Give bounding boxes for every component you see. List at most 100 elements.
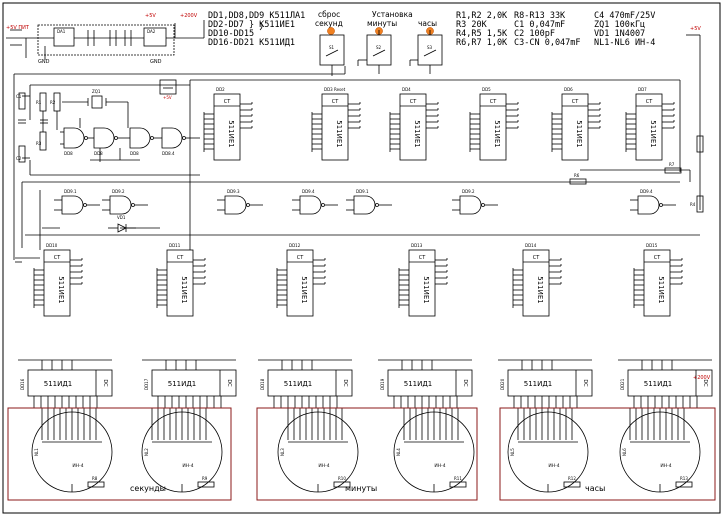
v5-label-osc: +5V [163,95,172,100]
anode-resistor-label-3: R11 [454,476,462,481]
counter-bottom-2-designator: DD12 [289,243,301,248]
diode-vd1 [108,223,136,233]
nand-gate-0 [61,195,84,215]
seconds-group-label: секунды [130,484,166,493]
nixie-type-2: ИН-4 [318,463,329,469]
v5-label-right: +5V [690,26,701,32]
res-r1-label: R1 [36,100,42,105]
counter-top-0-ct-label: CT [224,99,231,105]
counter-bottom-5-chip-body [643,249,671,317]
nixie-designator-0: NL1 [34,448,39,456]
counter-top-1-type-label: 511ИЕ1 [335,120,343,147]
decoder-body-4 [507,369,593,397]
nixie-type-5: ИН-4 [660,463,671,469]
regulator-da2: DA2 [147,29,156,34]
legend-r1-1: R3 20K [456,20,488,30]
gate-osc-4: DD8.4 [162,151,175,156]
decoder-designator-2: DD18 [260,378,265,390]
counter-bottom-0-chip-body [43,249,71,317]
counter-top-1-designator: DD3 Reset [324,87,346,92]
counter-bottom-5-type-label: 511ИЕ1 [657,276,665,303]
counter-bottom-4-ct-label: CT [533,255,540,261]
counter-bottom-2-ct-label: CT [297,255,304,261]
nand-gate-label-0: DD9.1 [64,189,77,194]
counter-bottom-0-type-label: 511ИЕ1 [57,276,65,303]
decoder-type-4: 511ИД1 [524,380,553,388]
set-hours-label: часы [418,19,437,28]
v200-label-top: +200V [180,13,198,19]
control-panel: сброс секунд Установка минуты часы S1 S2 [315,10,443,76]
counter-top-3-designator: DD5 [482,87,491,92]
counter-top-4-designator: DD6 [564,87,573,92]
anode-resistor-4 [563,481,581,488]
counter-top-5-type-label: 511ИЕ1 [649,120,657,147]
reset-button[interactable] [327,27,335,35]
decoder-designator-1: DD17 [144,378,149,390]
nand-gate-bubble-2 [246,203,250,207]
counter-top-2-ct-label: CT [410,99,417,105]
anode-resistor-label-2: R10 [338,476,346,481]
counter-bottom-0-designator: DD10 [46,243,58,248]
crystal-label: ZQ1 [92,89,101,94]
anode-resistor-label-4: R12 [568,476,576,481]
counter-bottom-0-ct-label: CT [54,255,61,261]
counter-row-bottom: CT511ИЕ1DD10CT511ИЕ1DD11CT511ИЕ1DD12CT51… [33,243,683,317]
res-r2-label: R2 [50,100,56,105]
counter-top-3-type-label: 511ИЕ1 [493,120,501,147]
nixie-designator-3: NL4 [396,448,401,456]
gate-osc-1: DD8 [64,151,73,156]
counter-top-0-designator: DD2 [216,87,225,92]
nixie-type-4: ИН-4 [548,463,559,469]
legend-r3-1: ZQ1 100кГц [594,20,645,30]
counter-bottom-4-designator: DD14 [525,243,537,248]
nand-gate-bubble-5 [481,203,485,207]
minutes-group-frame [256,407,478,501]
counter-bottom-2-type-label: 511ИЕ1 [300,276,308,303]
counter-bottom-4-type-label: 511ИЕ1 [536,276,544,303]
nand-gate-bubble-4 [375,203,379,207]
legend-left-3: DD16-DD21 К511ИД1 [208,38,295,48]
anode-resistor-0 [87,481,105,488]
counter-bottom-1-chip-body [166,249,194,317]
counter-top-5-designator: DD7 [638,87,647,92]
nand-gate-2 [224,195,247,215]
cap-c2-label: C2 [16,156,22,161]
decoder-dc-3: DC [462,379,468,387]
counter-top-4-chip-body [561,93,589,161]
anode-resistor-2 [333,481,351,488]
anode-resistor-5 [675,481,693,488]
oscillator [18,79,200,163]
legend-left-1: DD2-DD7 } К511ИЕ1 [208,20,295,30]
counter-top-0-type-label: 511ИЕ1 [227,120,235,147]
nand-gate-3 [299,195,322,215]
hours-group-frame [499,407,716,501]
nixie-type-0: ИН-4 [72,463,83,469]
v200-label-right: +200V [693,375,711,381]
legend-r3-2: VD1 1N4007 [594,29,645,39]
anode-resistor-label-0: R8 [92,476,98,481]
decoder-type-2: 511ИД1 [284,380,313,388]
switch-s2-label: S2 [376,45,382,50]
right-resistors [569,135,704,213]
decoder-designator-3: DD19 [380,378,385,390]
hours-group-label: часы [585,484,605,493]
counter-top-3-chip-body [479,93,507,161]
gnd-label-2: GND [150,59,162,65]
v5-label-top: +5V [145,13,156,19]
nand-gate-bubble-0 [83,203,87,207]
display-groups [7,407,716,501]
decoder-body-0 [27,369,113,397]
power-supply [6,20,205,60]
counter-bottom-5-ct-label: CT [654,255,661,261]
nand-gate-bubble-1 [131,203,135,207]
minutes-group-label: минуты [345,484,377,493]
nand-gate-label-2: DD9.3 [227,189,240,194]
nixie-designator-5: NL6 [622,448,627,456]
reset-label-1: сброс [318,10,340,19]
legend-r2-3: C3-CN 0,047mF [514,38,581,48]
nixie-lamp-row: ИН-4NL1R8ИН-4NL2R9ИН-4NL3R10ИН-4NL4R11ИН… [31,408,701,493]
